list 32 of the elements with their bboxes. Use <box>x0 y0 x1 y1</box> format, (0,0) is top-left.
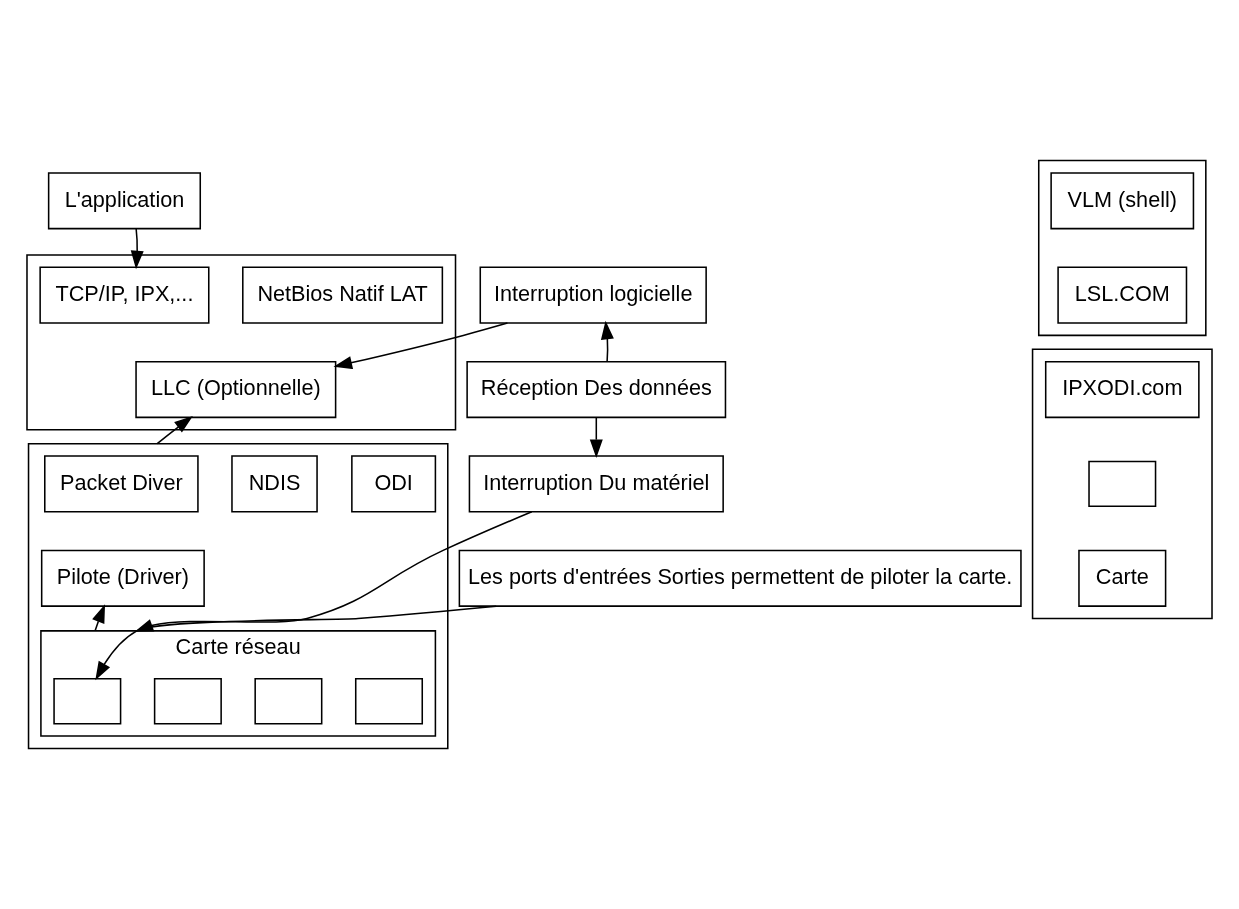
node-box <box>53 678 122 725</box>
arrow <box>589 416 603 459</box>
node-box: VLM (shell) <box>1050 172 1195 230</box>
node-box: ODI <box>351 455 437 513</box>
node-box: Les ports d'entrées Sorties permettent de piloter la carte. <box>458 549 1022 607</box>
arrow <box>156 416 193 445</box>
arrow <box>130 227 144 270</box>
arrow <box>95 605 497 681</box>
node-box: Carte <box>1078 549 1167 607</box>
node-box <box>1088 460 1157 508</box>
node-box: IPXODI.com <box>1044 360 1200 419</box>
node-box: Réception Des données <box>466 360 727 419</box>
node-box: LLC (Optionnelle) <box>135 360 337 419</box>
cluster <box>1031 348 1213 620</box>
node-box: L'application <box>47 172 202 230</box>
arrow <box>333 322 509 369</box>
arrow <box>600 320 614 363</box>
cluster <box>1037 159 1207 337</box>
node-box <box>254 678 323 725</box>
node-box: TCP/IP, IPX,... <box>39 266 210 324</box>
node-box: NDIS <box>231 455 318 513</box>
node-box: Interruption Du matériel <box>468 455 724 513</box>
arrow <box>92 604 106 632</box>
cluster <box>27 442 449 750</box>
node-box <box>354 678 424 725</box>
cluster: Carte réseau <box>40 630 437 737</box>
node-box <box>153 678 222 725</box>
node-box: Packet Diver <box>44 455 199 513</box>
node-box: LSL.COM <box>1057 266 1188 324</box>
node-box: NetBios Natif LAT <box>242 266 444 324</box>
node-box: Interruption logicielle <box>479 266 707 324</box>
node-box: Pilote (Driver) <box>40 549 205 607</box>
